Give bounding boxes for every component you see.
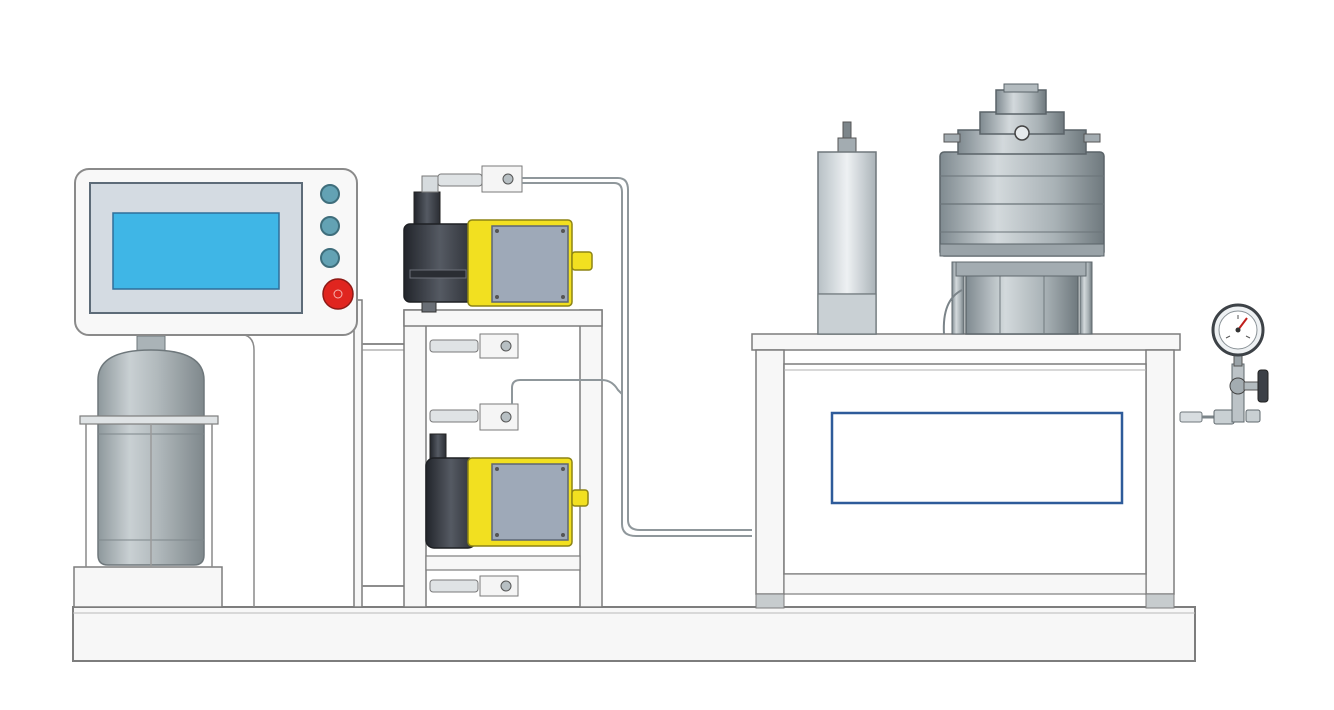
pressure-reactor	[939, 83, 1105, 335]
rack-fitting-3	[429, 575, 519, 597]
control-button-3	[320, 248, 340, 268]
control-panel	[74, 168, 358, 336]
rack-fitting-2	[429, 403, 519, 431]
control-stand	[210, 299, 404, 608]
filter-column	[817, 121, 877, 335]
cylinder-cage	[79, 415, 219, 567]
metering-pump-upper	[403, 175, 593, 313]
pump-outlet-fitting	[437, 165, 523, 193]
touch-screen	[112, 212, 280, 290]
base-plate	[72, 606, 1196, 662]
reactor-cabinet	[751, 333, 1181, 609]
pressure-gauge	[1179, 303, 1269, 425]
pump-rack	[403, 309, 603, 608]
control-button-1	[320, 184, 340, 204]
control-button-2	[320, 216, 340, 236]
metering-pump-lower	[425, 433, 589, 549]
rack-fitting-1	[429, 333, 519, 359]
gas-cylinder	[73, 335, 223, 608]
emergency-stop-button	[322, 278, 354, 310]
tubing	[511, 177, 752, 537]
label-box	[830, 411, 1124, 505]
